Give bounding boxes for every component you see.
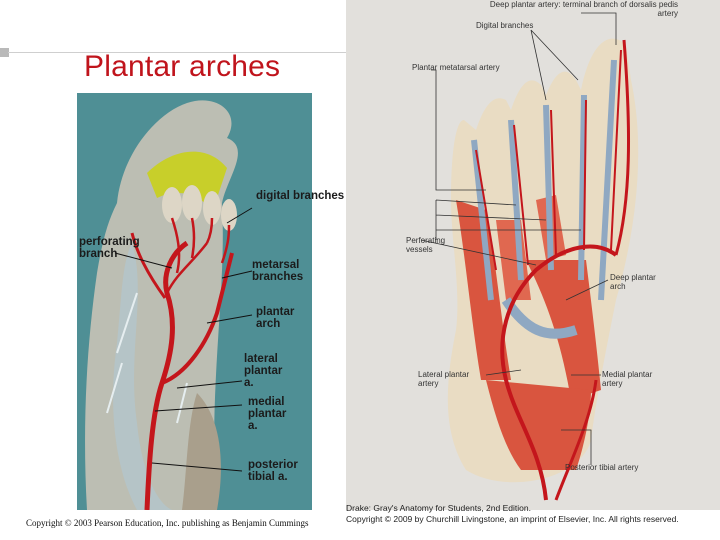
label-medial-plantar: medial plantar a. xyxy=(248,396,287,432)
copyright-left: Copyright © 2003 Pearson Education, Inc.… xyxy=(26,518,309,528)
label-perforating-vessels: Perforating vessels xyxy=(406,236,446,254)
right-foot-illustration xyxy=(346,0,720,510)
label-posterior-tibial: posterior tibial a. xyxy=(248,459,298,483)
left-foot-drawing xyxy=(85,100,253,510)
figure-credit: Drake: Gray's Anatomy for Students, 2nd … xyxy=(346,503,679,525)
label-metarsal-branches: metarsal branches xyxy=(252,259,304,283)
label-plantar-arch: plantar arch xyxy=(256,306,295,330)
slide-rule-marker xyxy=(0,48,9,57)
left-foot-illustration xyxy=(77,93,312,510)
label-lateral-plantar-artery: Lateral plantar artery xyxy=(418,370,470,388)
label-right-digital-branches: Digital branches xyxy=(476,21,534,30)
page-title: Plantar arches xyxy=(84,50,281,83)
credit-line-1: Drake: Gray's Anatomy for Students, 2nd … xyxy=(346,503,531,513)
label-deep-plantar-terminal: Deep plantar artery: terminal branch of … xyxy=(489,0,678,18)
label-medial-plantar-artery: Medial plantar artery xyxy=(602,370,653,388)
label-deep-plantar-arch: Deep plantar arch xyxy=(610,273,656,291)
label-posterior-tibial-artery: Posterior tibial artery xyxy=(565,463,639,472)
label-plantar-metatarsal: Plantar metatarsal artery xyxy=(412,63,500,72)
slide-rule xyxy=(8,52,348,53)
credit-line-2: Copyright © 2009 by Churchill Livingston… xyxy=(346,514,679,524)
label-perforating-branch: perforating branch xyxy=(79,236,140,260)
label-lateral-plantar: lateral plantar a. xyxy=(244,353,283,389)
label-digital-branches: digital branches xyxy=(256,190,345,202)
right-foot-drawing xyxy=(420,12,639,501)
